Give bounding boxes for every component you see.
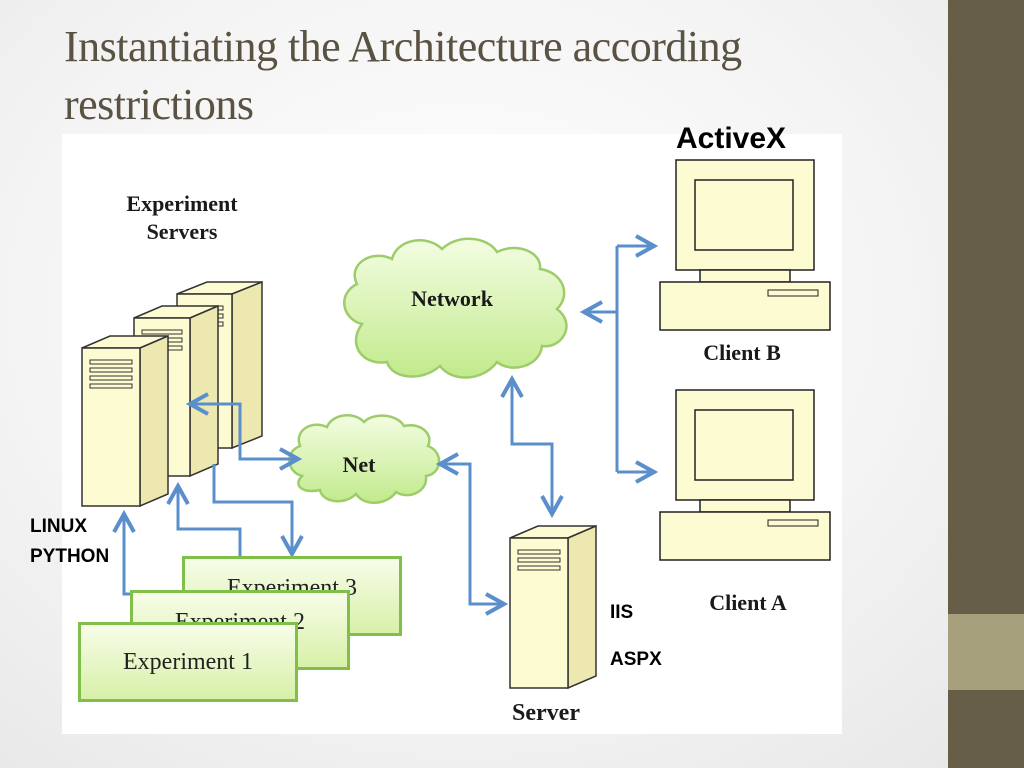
iis-callout: IIS xyxy=(610,602,634,623)
server-label: Server xyxy=(512,700,580,726)
net-cloud xyxy=(288,414,441,504)
experiment-servers-label: Experiment Servers xyxy=(102,190,262,246)
network-label: Network xyxy=(411,286,493,311)
activex-callout: ActiveX xyxy=(676,122,787,155)
experiment-1-box: Experiment 1 xyxy=(78,622,298,702)
web-server-tower xyxy=(509,524,597,690)
client-a-label: Client A xyxy=(709,590,787,615)
client-b-computer xyxy=(659,159,831,331)
net-label: Net xyxy=(342,452,376,477)
architecture-diagram: Experiment 3 Experiment 2 Experiment 1 E… xyxy=(62,134,842,734)
platform-callout: LINUX PYTHON xyxy=(30,512,109,572)
linux-callout: LINUX xyxy=(30,516,87,537)
network-cloud xyxy=(343,237,568,379)
aspx-callout: ASPX xyxy=(610,649,662,670)
experiment-1-label: Experiment 1 xyxy=(123,648,253,675)
sidebar-accent-block xyxy=(948,614,1024,690)
experiment-server-tower-1 xyxy=(81,334,169,508)
client-a-computer xyxy=(659,389,831,561)
python-callout: PYTHON xyxy=(30,546,110,567)
client-b-label: Client B xyxy=(703,340,781,365)
diagram-graphics xyxy=(81,159,831,690)
slide-title: Instantiating the Architecture according… xyxy=(64,22,742,129)
experiment-servers-label-line1: Experiment xyxy=(126,191,238,216)
experiment-servers-label-line2: Servers xyxy=(146,219,218,244)
